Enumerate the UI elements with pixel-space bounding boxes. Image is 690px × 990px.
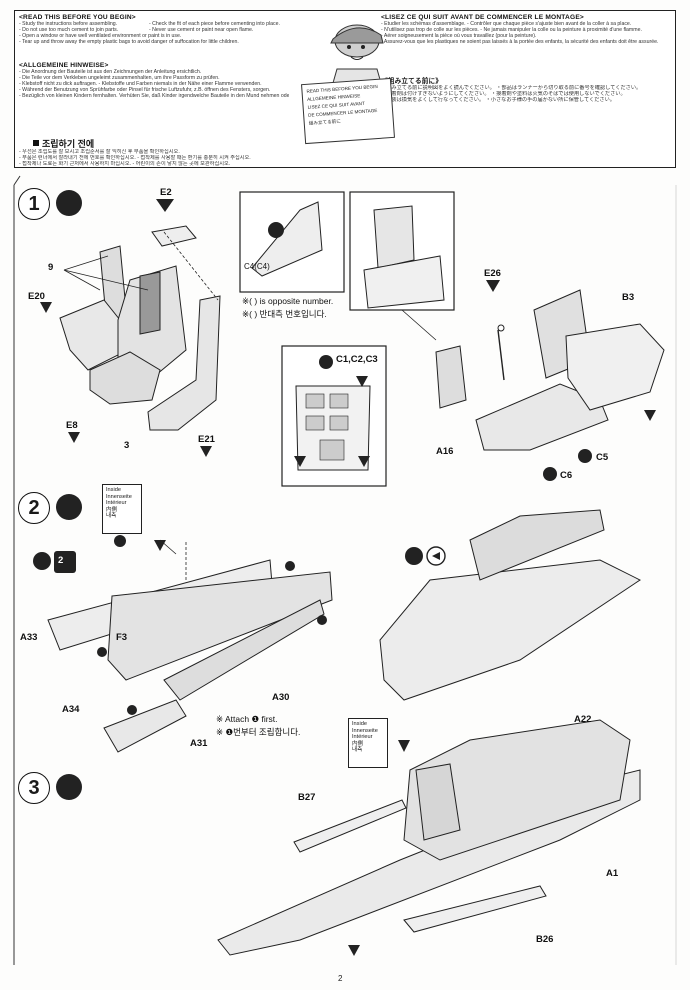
step-2-note-en: ※ Attach ❶ first.	[216, 714, 278, 724]
part-label-a34: A34	[62, 704, 80, 715]
warnings-de-line: - Die Anordnung der Bauteile ist aus den…	[19, 69, 202, 76]
step-2-number: 2	[18, 492, 50, 524]
warnings-en-title: <READ THIS BEFORE YOU BEGIN>	[19, 14, 136, 21]
warnings-fr: <LISEZ CE QUI SUIT AVANT DE COMMENCER LE…	[381, 14, 673, 46]
part-label-b26: B26	[536, 934, 554, 945]
part-label-b3: B3	[622, 292, 635, 303]
part-label-a33: A33	[20, 632, 38, 643]
part-label-a16: A16	[436, 446, 454, 457]
warnings-kr-title-text: 조립하기 전에	[42, 139, 95, 149]
inside-line: Intérieur	[352, 734, 373, 741]
warnings-fr-line: - Assurez-vous que les plastiques ne soi…	[381, 39, 659, 46]
inside-line: 내측	[106, 513, 117, 520]
warnings-jp-line: ・接着剤は付けすぎないようにしてください。 ・接着剤や塗料は火気のそばでは使用し…	[381, 91, 626, 98]
warnings-de-title: <ALLGEMEINE HINWEISE>	[19, 62, 109, 69]
step-1-number: 1	[18, 188, 50, 220]
inside-line: Inside	[352, 721, 367, 727]
warnings-en-line: - Tear up and throw away the empty plast…	[19, 39, 239, 46]
bullet-square-icon	[33, 140, 39, 146]
warnings-jp-line: ・塗装は換気をよくして行なってください。 ・小さなお子様の手の届かない所に保管し…	[381, 97, 615, 104]
cement-icon	[56, 494, 82, 520]
part-label-c5: C5	[596, 452, 609, 463]
part-label-f3: F3	[116, 632, 128, 643]
part-label-a30: A30	[272, 692, 290, 703]
warnings-kr-title: 조립하기 전에	[33, 137, 94, 150]
inside-line: 内側	[106, 506, 118, 513]
cement-icon	[56, 774, 82, 800]
warnings-de-line: - Die Teile vor dem Verkleben ungeleimt …	[19, 75, 220, 82]
warnings-de-line: - Bezüglich von kleinen Kindern fernhalt…	[19, 93, 289, 100]
warnings-de-line: - Während der Benutzung von Sprühfarbe o…	[19, 87, 271, 94]
part-label-a1: A1	[606, 868, 619, 879]
inside-line: 内側	[352, 740, 364, 747]
warnings-kr-line: - 부품은 런너에서 잘라내기 전에 번호를 확인하십시오. - 접착제를 사용…	[19, 155, 251, 162]
warnings-fr-line: - N'utilisez pas trop de colle sur les p…	[381, 27, 642, 34]
warnings-jp-title: 《組み立てる前に》	[381, 78, 443, 85]
step-1-note-en: ※( ) is opposite number.	[242, 296, 334, 306]
inside-line: Inside	[106, 487, 121, 493]
part-label-a22: A22	[574, 714, 592, 725]
warnings-en-col2: - Check the fit of each piece before cem…	[149, 21, 289, 33]
warnings-en-line: - Open a window or have well ventilated …	[19, 33, 182, 40]
warnings-kr-line: - 접착제나 도료는 화기 근처에서 사용하지 마십시오. - 어린이의 손이 …	[19, 161, 231, 168]
part-label-c6: C6	[560, 470, 573, 481]
inside-line: Innenseite	[106, 493, 132, 500]
part-label-9: 9	[48, 262, 54, 273]
part-label-a31: A31	[190, 738, 208, 749]
part-label-3: 3	[124, 440, 130, 451]
warnings-en: <READ THIS BEFORE YOU BEGIN> - Study the…	[19, 14, 289, 46]
warnings-en-line: - Do not use too much cement to join par…	[19, 27, 119, 34]
warnings-fr-line: - Aérer soigneusement la pièce où vous t…	[381, 33, 537, 40]
warnings-jp-line: ・組み立てる前に説明図をよく読んでください。 ・部品はランナーから切り取る前に番…	[381, 85, 642, 92]
inside-line: 내측	[352, 747, 363, 754]
warnings-box: <READ THIS BEFORE YOU BEGIN> - Study the…	[14, 10, 676, 168]
inside-legend-box: Inside Innenseite Intérieur 内側 내측	[348, 718, 388, 768]
warnings-fr-line: - Etudier les schémas d'assemblage. - Co…	[381, 21, 632, 28]
warnings-kr: - 우선은 조립도를 잘 보시고 조립순서를 잘 익히신 후 부품을 확인하십시…	[19, 149, 669, 167]
page-number: 2	[338, 974, 343, 983]
part-label-e8: E8	[66, 420, 78, 431]
cement-icon	[56, 190, 82, 216]
warnings-jp: 《組み立てる前に》 ・組み立てる前に説明図をよく読んでください。 ・部品はランナ…	[381, 78, 673, 104]
part-label-b27: B27	[298, 792, 316, 803]
inside-line: Innenseite	[352, 727, 378, 734]
warnings-de: <ALLGEMEINE HINWEISE> - Die Anordnung de…	[19, 62, 289, 100]
inside-legend-box: Inside Innenseite Intérieur 内側 내측	[102, 484, 142, 534]
step-2-note-kr: ※ ❶번부터 조립합니다.	[216, 727, 301, 737]
part-label-e26: E26	[484, 268, 501, 279]
inside-line: Intérieur	[106, 500, 127, 507]
part-label-e21: E21	[198, 434, 215, 445]
warnings-de-line: - Klebstoff nicht zu dick auftragen. - K…	[19, 81, 262, 88]
warnings-fr-title: <LISEZ CE QUI SUIT AVANT DE COMMENCER LE…	[381, 14, 584, 21]
warnings-kr-line: - 우선은 조립도를 잘 보시고 조립순서를 잘 익히신 후 부품을 확인하십시…	[19, 149, 180, 155]
part-label-e20: E20	[28, 291, 45, 302]
part-label-e2: E2	[160, 187, 172, 198]
step-3-number: 3	[18, 772, 50, 804]
part-label-c4: C4(C4)	[244, 262, 270, 271]
part-label-c123: C1,C2,C3	[336, 354, 378, 365]
warnings-en-line: - Check the fit of each piece before cem…	[149, 21, 280, 27]
warnings-en-line: - Study the instructions before assembli…	[19, 21, 118, 28]
warnings-en-line: - Never use cement or paint near open fl…	[149, 27, 254, 34]
step-2-ref-2: 2	[58, 555, 64, 566]
step-1-note-kr: ※( ) 반대측 번호입니다.	[242, 309, 327, 319]
